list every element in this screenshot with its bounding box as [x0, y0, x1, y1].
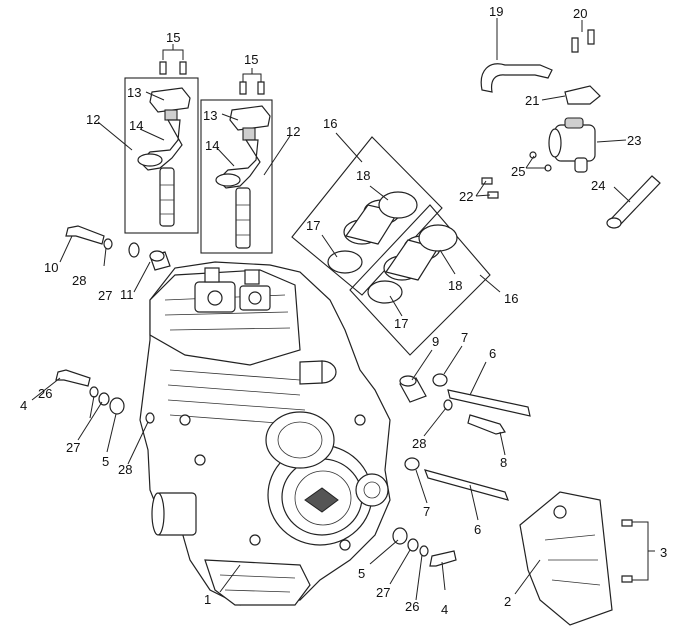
callout-15-left: 15 — [166, 30, 180, 45]
callout-13-left: 13 — [127, 85, 141, 100]
callout-7-lower: 7 — [423, 504, 430, 519]
hardware-parts — [55, 225, 531, 567]
callout-17-upper: 17 — [306, 218, 320, 233]
callout-28-top: 28 — [72, 273, 86, 288]
callout-6-lower: 6 — [474, 522, 481, 537]
callout-28-left: 28 — [118, 462, 132, 477]
callout-26-right: 26 — [405, 599, 419, 614]
callout-27-left: 27 — [66, 440, 80, 455]
callout-24: 24 — [591, 178, 605, 193]
callout-17-lower: 17 — [394, 316, 408, 331]
callout-10: 10 — [44, 260, 58, 275]
callout-4-left: 4 — [20, 398, 27, 413]
air-valve-group — [480, 29, 661, 229]
callout-1: 1 — [204, 592, 211, 607]
callout-labels: 1 2 3 4 4 5 5 6 6 7 7 8 9 10 11 12 12 13… — [20, 4, 667, 617]
callout-2: 2 — [504, 594, 511, 609]
callout-16-upper: 16 — [323, 116, 337, 131]
callout-18-upper: 18 — [356, 168, 370, 183]
callout-27-right: 27 — [376, 585, 390, 600]
callout-19: 19 — [489, 4, 503, 19]
callout-7-upper: 7 — [461, 330, 468, 345]
callout-12-right: 12 — [286, 124, 300, 139]
callout-3: 3 — [660, 545, 667, 560]
callout-26-left: 26 — [38, 386, 52, 401]
leader-lines — [31, 18, 655, 601]
callout-25: 25 — [511, 164, 525, 179]
ignition-coil-left — [124, 61, 199, 234]
engine-assembly — [139, 261, 391, 606]
callout-6-upper: 6 — [489, 346, 496, 361]
callout-11: 11 — [120, 287, 134, 302]
callout-21: 21 — [525, 93, 539, 108]
intake-boot-group — [291, 136, 491, 356]
callout-4-right: 4 — [441, 602, 448, 617]
callout-20: 20 — [573, 6, 587, 21]
callout-5-left: 5 — [102, 454, 109, 469]
callout-27-top: 27 — [98, 288, 112, 303]
callout-16-lower: 16 — [504, 291, 518, 306]
sprocket-cover — [519, 491, 633, 626]
callout-8: 8 — [500, 455, 507, 470]
ignition-coil-right — [200, 81, 273, 254]
callout-15-right: 15 — [244, 52, 258, 67]
callout-22: 22 — [459, 189, 473, 204]
callout-14-left: 14 — [129, 118, 143, 133]
callout-9: 9 — [432, 334, 439, 349]
callout-23: 23 — [627, 133, 641, 148]
callout-13-right: 13 — [203, 108, 217, 123]
callout-18-lower: 18 — [448, 278, 462, 293]
callout-5-right: 5 — [358, 566, 365, 581]
callout-12-left: 12 — [86, 112, 100, 127]
callout-28-mid: 28 — [412, 436, 426, 451]
callout-14-right: 14 — [205, 138, 219, 153]
